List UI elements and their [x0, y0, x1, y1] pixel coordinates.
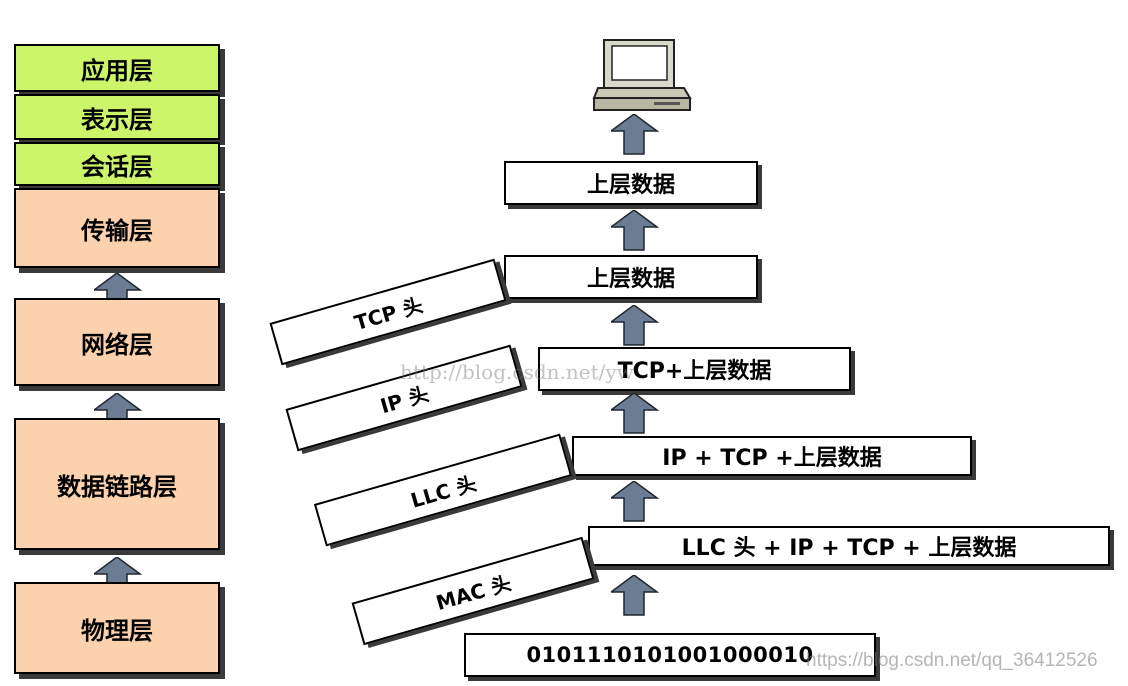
presentation-layer: 表示层 — [14, 94, 220, 140]
up-arrow-icon — [611, 210, 658, 251]
transport-layer: 传输层 — [14, 188, 220, 268]
network-layer: 网络层 — [14, 298, 220, 386]
llc-header-label: LLC 头 — [313, 433, 573, 547]
session-layer: 会话层 — [14, 142, 220, 186]
computer-icon — [592, 39, 692, 111]
watermark-bottom: https://blog.csdn.net/qq_36412526 — [806, 650, 1098, 671]
tcp-header-label: TCP 头 — [269, 258, 507, 366]
watermark-center: http://blog.csdn.net/yw — [400, 360, 634, 384]
physical-layer: 物理层 — [14, 582, 220, 674]
llc-frame-box: LLC 头 + IP + TCP + 上层数据 — [588, 526, 1110, 566]
ip-packet-box: IP + TCP +上层数据 — [572, 436, 972, 476]
upper-data-box-top: 上层数据 — [504, 161, 758, 205]
application-layer: 应用层 — [14, 44, 220, 92]
up-arrow-icon — [611, 114, 658, 155]
up-arrow-icon — [611, 481, 658, 522]
data-link-layer: 数据链路层 — [14, 418, 220, 550]
mac-header-label: MAC 头 — [351, 536, 595, 646]
tcp-segment-box: TCP+上层数据 — [538, 347, 851, 391]
bit-stream-box: 0101110101001000010 — [464, 633, 876, 677]
up-arrow-icon — [611, 393, 658, 434]
up-arrow-icon — [611, 305, 658, 346]
upper-data-box-transport: 上层数据 — [504, 255, 758, 299]
up-arrow-icon — [611, 575, 658, 616]
